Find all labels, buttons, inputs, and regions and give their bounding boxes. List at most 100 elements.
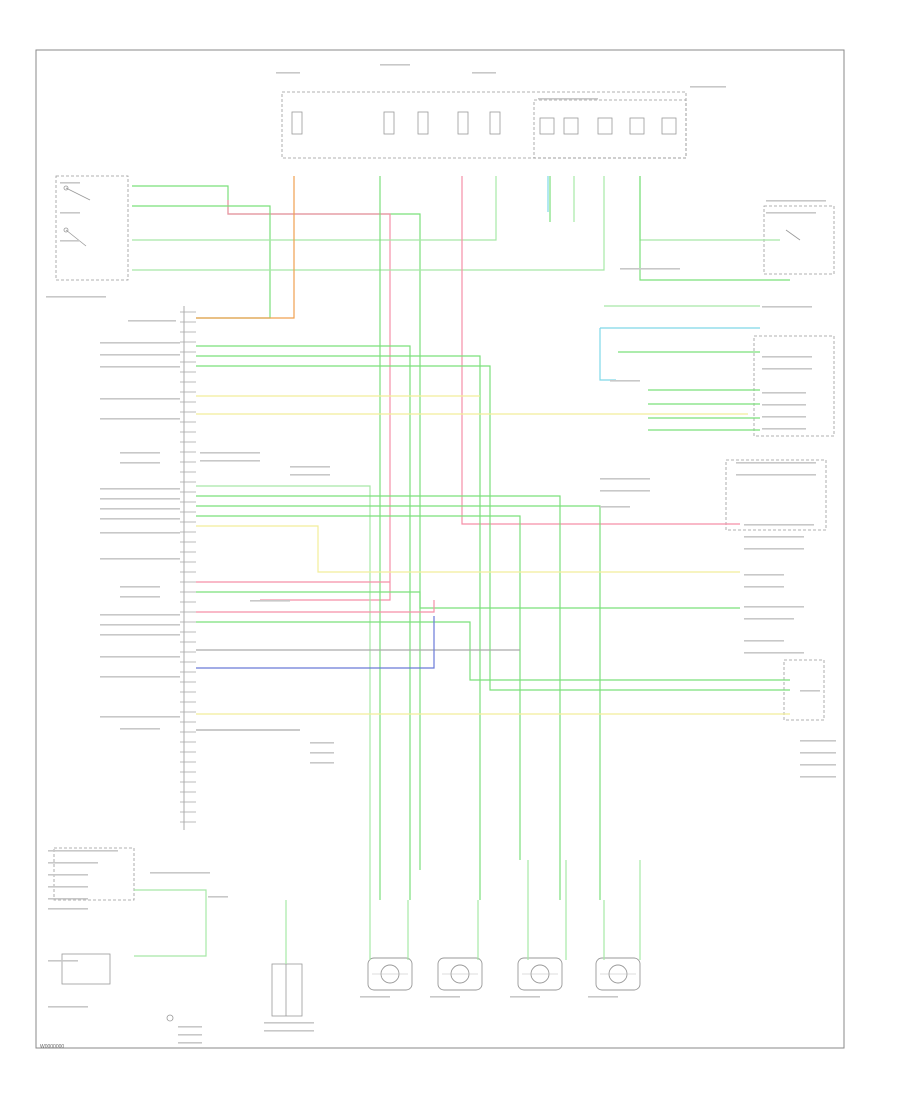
label-mark	[120, 452, 160, 454]
label-mark	[766, 212, 816, 214]
label-mark	[100, 614, 180, 616]
label-mark	[208, 896, 228, 898]
label-mark	[744, 652, 804, 654]
label-mark	[120, 728, 160, 730]
label-mark	[744, 640, 784, 642]
wire	[196, 495, 561, 900]
label-mark	[178, 1026, 202, 1028]
abs-module-connector	[180, 306, 196, 830]
fuse-block	[281, 91, 687, 159]
label-mark	[120, 586, 160, 588]
label-mark	[360, 996, 390, 998]
label-mark	[100, 656, 180, 658]
label-mark	[60, 212, 80, 214]
label-mark	[100, 488, 180, 490]
label-mark	[800, 776, 836, 778]
wheel-speed-sensors	[367, 957, 641, 991]
label-mark	[100, 676, 180, 678]
label-mark	[380, 64, 410, 66]
label-mark	[200, 460, 260, 462]
diagram-frame	[35, 49, 845, 1049]
wheel-sensor-icon	[517, 957, 563, 991]
relay-icon	[539, 117, 677, 135]
wire	[132, 185, 421, 870]
label-mark	[510, 996, 540, 998]
label-mark	[744, 524, 814, 526]
label-mark	[100, 498, 180, 500]
label-mark	[178, 1042, 202, 1044]
label-mark	[744, 548, 804, 550]
label-mark	[100, 558, 180, 560]
label-mark	[48, 862, 98, 864]
brake-switch	[53, 847, 174, 1022]
label-mark	[762, 306, 812, 308]
label-mark	[100, 398, 180, 400]
wire	[196, 505, 601, 900]
label-mark	[48, 1006, 88, 1008]
wire	[599, 328, 616, 381]
wire	[639, 176, 790, 281]
label-mark	[100, 634, 180, 636]
label-mark	[250, 600, 290, 602]
wire	[639, 176, 780, 241]
label-mark	[100, 366, 180, 368]
label-mark	[620, 268, 680, 270]
label-mark	[800, 764, 836, 766]
wire	[227, 200, 391, 601]
label-mark	[128, 320, 176, 322]
steering-angle-sensor	[753, 335, 835, 437]
label-mark	[762, 368, 812, 370]
label-mark	[310, 742, 334, 744]
label-mark	[538, 98, 598, 100]
label-mark	[744, 618, 794, 620]
brake-lamp-switch	[55, 175, 129, 281]
label-mark	[800, 690, 820, 692]
label-mark	[48, 898, 88, 900]
label-mark	[310, 752, 334, 754]
label-mark	[744, 606, 804, 608]
wire	[461, 176, 740, 525]
label-mark	[736, 474, 816, 476]
label-mark	[100, 342, 180, 344]
wire	[196, 365, 790, 691]
label-mark	[264, 1030, 314, 1032]
label-mark	[766, 200, 826, 202]
label-mark	[48, 886, 88, 888]
label-mark	[600, 490, 650, 492]
label-mark	[310, 762, 334, 764]
label-mark	[276, 72, 300, 74]
page-code: W0000000	[40, 1044, 65, 1050]
wire	[196, 485, 371, 900]
wire	[196, 176, 295, 319]
wire	[132, 176, 497, 241]
label-mark	[150, 872, 210, 874]
label-mark	[100, 624, 180, 626]
label-mark	[120, 462, 160, 464]
wire	[196, 355, 481, 900]
label-mark	[762, 356, 812, 358]
wire-harness	[132, 176, 790, 964]
label-mark	[744, 574, 784, 576]
label-mark	[100, 518, 180, 520]
label-mark	[600, 506, 630, 508]
wire	[196, 515, 521, 860]
label-mark	[200, 452, 260, 454]
wire	[196, 591, 740, 609]
label-mark	[46, 296, 106, 298]
label-mark	[48, 960, 78, 962]
illegible-labels	[46, 64, 836, 1044]
label-mark	[610, 380, 640, 382]
label-mark	[736, 462, 816, 464]
label-mark	[60, 240, 80, 242]
yaw-rate-sensor	[725, 459, 827, 531]
wire	[196, 616, 435, 669]
label-mark	[762, 428, 806, 430]
wire	[132, 176, 605, 271]
label-mark	[178, 1034, 202, 1036]
wire	[196, 525, 740, 573]
transmission-range-sensor	[271, 963, 303, 1017]
label-mark	[800, 752, 836, 754]
label-mark	[264, 1022, 314, 1024]
fuse-icon	[291, 111, 501, 135]
